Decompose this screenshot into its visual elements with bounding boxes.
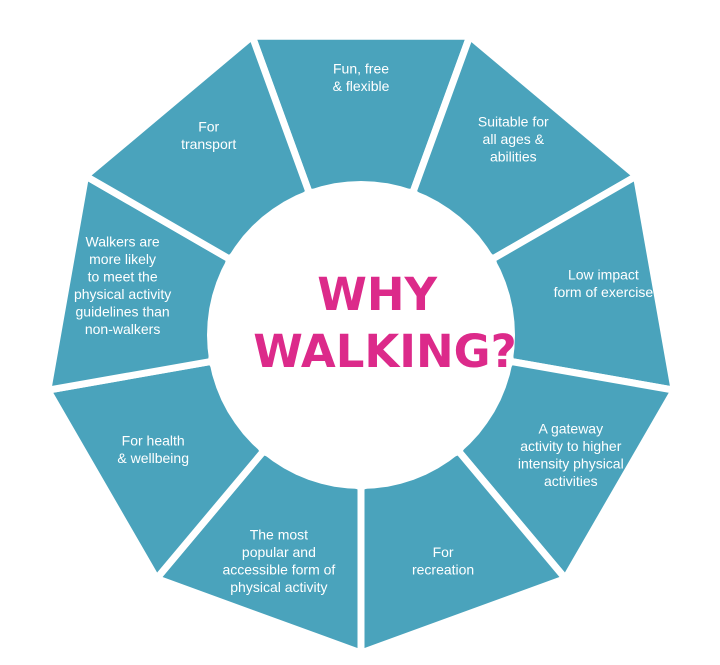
segment-label-line: For [433,544,454,560]
segment-label-1: Fun, free & flexible [333,60,390,94]
segment-label-line: physical activity [74,286,171,302]
segment-label-line: transport [181,136,236,152]
segment-label-line: non-walkers [85,321,160,337]
segment-label-7: For health & wellbeing [117,432,189,466]
segments-layer [42,30,680,658]
title-line-1: WHY [317,268,438,321]
segment-label-line: guidelines than [76,304,170,320]
segment-label-line: For [198,118,219,134]
center-circle [207,181,515,489]
segment-label-line: popular and [242,544,316,560]
segment-label-line: recreation [412,561,474,577]
segment-label-line: & wellbeing [117,450,189,466]
segment-label-9: For transport [181,118,236,152]
segment-label-line: form of exercise [554,284,654,300]
segment-label-line: physical activity [230,579,327,595]
segment-label-line: The most [250,526,308,542]
segment-label-line: intensity physical [518,456,624,472]
segment-label-line: Walkers are [86,234,160,250]
segment-label-line: Low impact [568,267,639,283]
segment-label-line: Suitable for [478,114,549,130]
segment-label-line: to meet the [88,269,158,285]
segment-label-line: Fun, free [333,60,389,76]
segment-label-line: activity to higher [520,438,621,454]
segment-label-line: & flexible [333,78,390,94]
segment-label-line: abilities [490,149,537,165]
diagram-title: WHY WALKING? [253,268,516,378]
segment-label-line: A gateway [538,421,603,437]
segment-label-line: all ages & [483,131,545,147]
segment-label-line: accessible form of [222,561,335,577]
title-line-2: WALKING? [253,325,516,378]
segment-label-line: activities [544,473,598,489]
segment-label-line: For health [122,432,185,448]
segment-label-line: more likely [89,251,156,267]
